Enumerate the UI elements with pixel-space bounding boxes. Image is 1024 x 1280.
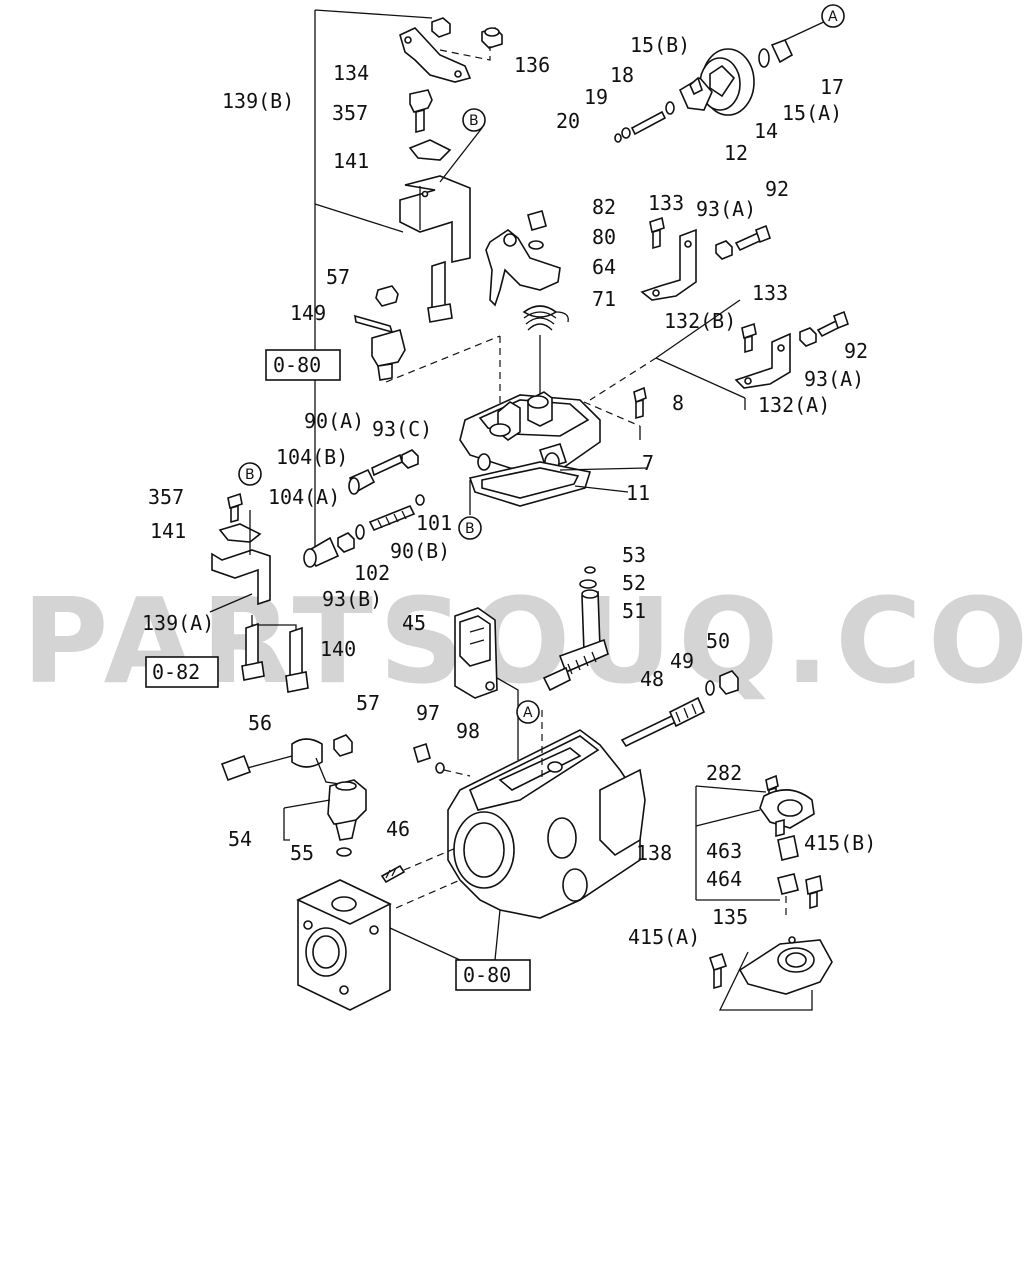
- label-141-left: 141: [150, 519, 186, 543]
- label-57-top: 57: [326, 265, 350, 289]
- label-93c: 93(C): [372, 417, 432, 441]
- svg-text:0-80: 0-80: [463, 963, 511, 987]
- callout-b-left: B: [238, 462, 262, 486]
- label-98: 98: [456, 719, 480, 743]
- label-133-top: 133: [648, 191, 684, 215]
- label-104b: 104(B): [276, 445, 348, 469]
- label-138: 138: [636, 841, 672, 865]
- callout-a-housing: A: [516, 700, 540, 724]
- label-48: 48: [640, 667, 664, 691]
- label-149: 149: [290, 301, 326, 325]
- label-17: 17: [820, 75, 844, 99]
- label-133-lower: 133: [752, 281, 788, 305]
- pump-housing: [413, 710, 646, 919]
- svg-text:A: A: [828, 9, 838, 25]
- label-12: 12: [724, 141, 748, 165]
- callout-b-cover: B: [458, 516, 482, 540]
- label-50: 50: [706, 629, 730, 653]
- svg-text:B: B: [245, 467, 255, 483]
- label-52: 52: [622, 571, 646, 595]
- svg-text:A: A: [523, 705, 533, 721]
- label-102: 102: [354, 561, 390, 585]
- label-93b: 93(B): [322, 587, 382, 611]
- label-93a-lower: 93(A): [804, 367, 864, 391]
- label-56: 56: [248, 711, 272, 735]
- label-141-top: 141: [333, 149, 369, 173]
- label-90a: 90(A): [304, 409, 364, 433]
- governor-linkage-group: [614, 19, 829, 143]
- label-93a-top: 93(A): [696, 197, 756, 221]
- label-132a: 132(A): [758, 393, 830, 417]
- part-labels: 139(B) 134 136 357 141 57 149 15(B) 18 1…: [142, 33, 876, 949]
- label-71: 71: [592, 287, 616, 311]
- label-357-left: 357: [148, 485, 184, 509]
- label-80: 80: [592, 225, 616, 249]
- bracket-132-group: [589, 216, 849, 420]
- label-415a: 415(A): [628, 925, 700, 949]
- label-464: 464: [706, 867, 742, 891]
- label-15a: 15(A): [782, 101, 842, 125]
- svg-text:B: B: [465, 521, 475, 537]
- watermark: PARTSOUQ.COM: [22, 572, 1024, 710]
- label-463: 463: [706, 839, 742, 863]
- label-101: 101: [416, 511, 452, 535]
- governor-cover-housing: [459, 391, 647, 515]
- label-136: 136: [514, 53, 550, 77]
- label-7: 7: [642, 451, 654, 475]
- solenoid-group: [220, 734, 501, 1011]
- reference-box-0-82: 0-82: [145, 656, 219, 688]
- injection-plunger-group: [454, 566, 739, 760]
- svg-text:0-82: 0-82: [152, 660, 200, 684]
- label-14: 14: [754, 119, 778, 143]
- label-8: 8: [672, 391, 684, 415]
- cover-plate-138-group: [695, 774, 833, 1011]
- label-11: 11: [626, 481, 650, 505]
- label-18: 18: [610, 63, 634, 87]
- label-92-top: 92: [765, 177, 789, 201]
- svg-text:0-80: 0-80: [273, 353, 321, 377]
- label-415b: 415(B): [804, 831, 876, 855]
- label-19: 19: [584, 85, 608, 109]
- label-357-top: 357: [332, 101, 368, 125]
- label-57-lower: 57: [356, 691, 380, 715]
- label-139a: 139(A): [142, 611, 214, 635]
- label-135: 135: [712, 905, 748, 929]
- bracket-assembly-139a: [209, 492, 309, 693]
- label-132b: 132(B): [664, 309, 736, 333]
- label-104a: 104(A): [268, 485, 340, 509]
- label-64: 64: [592, 255, 616, 279]
- label-53: 53: [622, 543, 646, 567]
- lever-spring-group: [485, 210, 569, 395]
- label-51: 51: [622, 599, 646, 623]
- reference-box-0-80-lower: 0-80: [455, 959, 531, 991]
- label-46: 46: [386, 817, 410, 841]
- label-55: 55: [290, 841, 314, 865]
- label-92-lower: 92: [844, 339, 868, 363]
- label-45: 45: [402, 611, 426, 635]
- label-134: 134: [333, 61, 369, 85]
- left-fittings-group: [303, 449, 425, 568]
- callout-b-top: B: [462, 108, 486, 132]
- label-139b: 139(B): [222, 89, 294, 113]
- label-49: 49: [670, 649, 694, 673]
- label-282: 282: [706, 761, 742, 785]
- label-90b: 90(B): [390, 539, 450, 563]
- label-54: 54: [228, 827, 252, 851]
- label-82: 82: [592, 195, 616, 219]
- callout-a-top: A: [821, 4, 845, 28]
- svg-text:B: B: [469, 113, 479, 129]
- bracket-assembly-139b: [314, 9, 503, 560]
- label-140: 140: [320, 637, 356, 661]
- label-97: 97: [416, 701, 440, 725]
- label-20: 20: [556, 109, 580, 133]
- label-15b: 15(B): [630, 33, 690, 57]
- reference-box-0-80-upper: 0-80: [265, 349, 341, 381]
